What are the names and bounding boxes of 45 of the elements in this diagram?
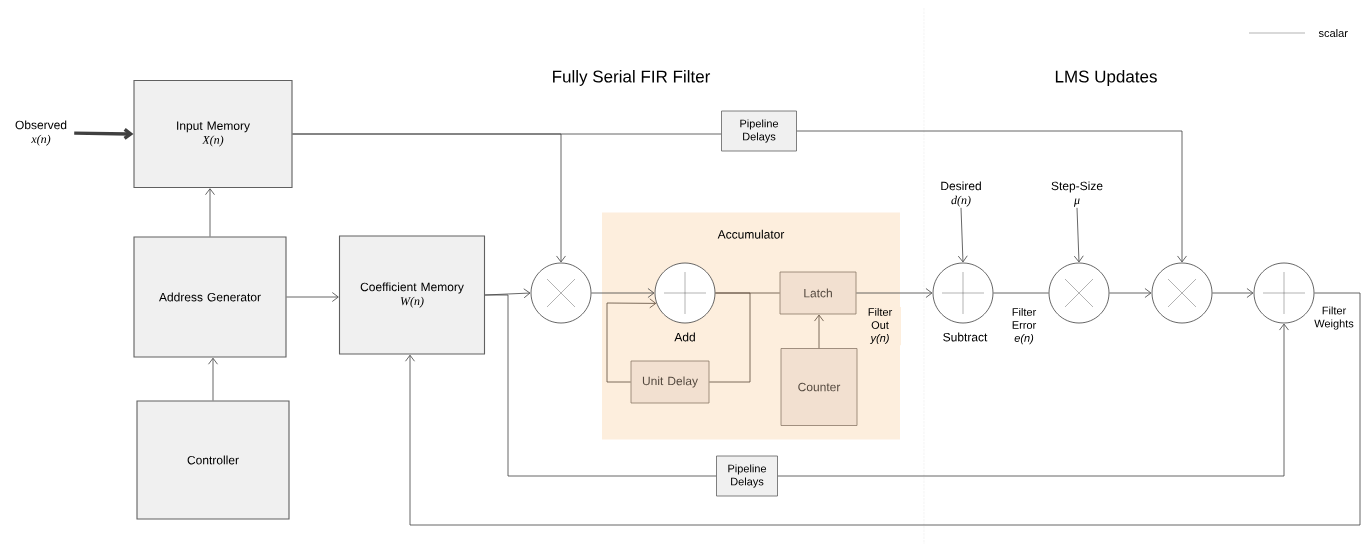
connector <box>957 207 968 263</box>
operator-circle <box>1253 262 1315 324</box>
process-box: Address Generator <box>133 236 287 358</box>
connector <box>709 292 751 383</box>
connector <box>1073 207 1084 263</box>
connector <box>292 133 722 135</box>
connector <box>591 288 655 298</box>
connector <box>1212 288 1254 298</box>
connector <box>606 298 657 383</box>
input-label: Step-Size μ <box>1051 181 1103 207</box>
connector <box>1109 288 1152 298</box>
input-label: Observed x(n) <box>15 120 67 146</box>
operator-circle <box>1151 262 1213 324</box>
process-box: Input Memory X(n) <box>133 79 293 189</box>
operator-circle <box>932 262 994 324</box>
edge-label: Filter Out y(n) <box>859 306 901 346</box>
node-caption: Add <box>674 332 695 342</box>
connector <box>777 323 1289 477</box>
process-box: Latch <box>779 271 857 315</box>
connector <box>205 188 215 237</box>
process-box: Coefficient Memory W(n) <box>338 235 486 355</box>
connector <box>993 292 1049 294</box>
operator-circle <box>530 262 592 324</box>
operator-circle <box>654 262 716 324</box>
connector <box>484 294 717 477</box>
process-box: Controller <box>136 400 290 520</box>
delay-box: Pipeline Delays <box>721 110 797 152</box>
connector <box>208 357 218 401</box>
connector <box>814 314 824 349</box>
section-heading: Fully Serial FIR Filter <box>553 70 711 86</box>
legend-label: scalar <box>1318 28 1348 38</box>
connector <box>796 130 1187 263</box>
connector <box>286 292 339 302</box>
section-heading: LMS Updates <box>1055 70 1157 86</box>
input-label: Desired d(n) <box>941 181 981 207</box>
process-box: Unit Delay <box>630 360 710 404</box>
edge-label: Filter Error e(n) <box>1003 306 1045 346</box>
connector <box>856 288 933 298</box>
connector <box>74 128 134 140</box>
delay-box: Pipeline Delays <box>716 455 778 497</box>
process-box: Counter <box>780 348 858 426</box>
connector <box>405 292 1361 526</box>
operator-circle <box>1048 262 1110 324</box>
edge-label: Filter Weights <box>1313 305 1355 331</box>
node-caption: Subtract <box>943 332 988 342</box>
